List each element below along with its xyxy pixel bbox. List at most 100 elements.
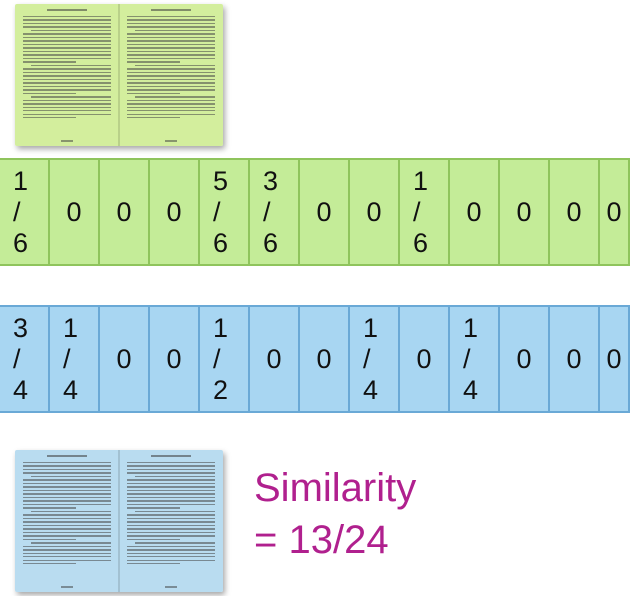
fraction-value: 1/4 — [363, 313, 385, 406]
zero-value: 0 — [316, 344, 331, 375]
page-footer — [15, 586, 119, 588]
frequency-cell: 0 — [150, 307, 200, 411]
fraction-slash: / — [463, 344, 471, 375]
frequency-cell: 0 — [250, 307, 300, 411]
frequency-cell: 1/2 — [200, 307, 250, 411]
fraction-slash: / — [213, 197, 221, 228]
fraction-numerator: 1 — [63, 313, 78, 344]
frequency-cell: 1/4 — [50, 307, 100, 411]
page-header — [119, 455, 223, 457]
page-header — [15, 9, 119, 11]
zero-value: 0 — [566, 197, 581, 228]
frequency-cell: 3/4 — [0, 307, 50, 411]
fraction-slash: / — [263, 197, 271, 228]
zero-value: 0 — [466, 197, 481, 228]
zero-value: 0 — [566, 344, 581, 375]
zero-value: 0 — [516, 197, 531, 228]
document-page-left — [15, 450, 119, 592]
frequency-cell: 0 — [550, 160, 600, 264]
fraction-numerator: 1 — [213, 313, 228, 344]
page-text-lines — [23, 16, 111, 136]
fraction-denominator: 6 — [263, 228, 278, 259]
page-text-lines — [127, 462, 215, 582]
fraction-slash: / — [413, 197, 421, 228]
fraction-slash: / — [63, 344, 71, 375]
frequency-cell: 0 — [300, 307, 350, 411]
page-footer — [119, 586, 223, 588]
document-spine — [118, 4, 120, 146]
frequency-cell: 1/6 — [0, 160, 50, 264]
fraction-value: 1/4 — [463, 313, 485, 406]
fraction-slash: / — [13, 344, 21, 375]
fraction-denominator: 6 — [213, 228, 228, 259]
document-page-left — [15, 4, 119, 146]
fraction-numerator: 1 — [413, 166, 428, 197]
fraction-numerator: 1 — [363, 313, 378, 344]
fraction-value: 3/4 — [13, 313, 35, 406]
frequency-cell: 0 — [600, 307, 630, 411]
document-page-right — [119, 450, 223, 592]
zero-value: 0 — [316, 197, 331, 228]
zero-value: 0 — [166, 344, 181, 375]
zero-value: 0 — [366, 197, 381, 228]
frequency-cell: 0 — [50, 160, 100, 264]
frequency-cell: 0 — [100, 307, 150, 411]
fraction-denominator: 2 — [213, 375, 228, 406]
fraction-denominator: 4 — [63, 375, 78, 406]
zero-value: 0 — [516, 344, 531, 375]
frequency-cell: 1/6 — [400, 160, 450, 264]
fraction-value: 1/2 — [213, 313, 235, 406]
fraction-value: 5/6 — [213, 166, 235, 259]
fraction-slash: / — [13, 197, 21, 228]
frequency-cell: 0 — [500, 307, 550, 411]
fraction-numerator: 3 — [263, 166, 278, 197]
similarity-label: Similarity — [254, 462, 416, 514]
frequency-cell: 0 — [450, 160, 500, 264]
frequency-cell: 1/4 — [450, 307, 500, 411]
fraction-numerator: 1 — [13, 166, 28, 197]
fraction-value: 3/6 — [263, 166, 285, 259]
similarity-result: Similarity = 13/24 — [254, 462, 416, 566]
document-thumbnail-bottom — [15, 450, 223, 592]
zero-value: 0 — [116, 344, 131, 375]
fraction-denominator: 4 — [13, 375, 28, 406]
zero-value: 0 — [116, 197, 131, 228]
page-header — [119, 9, 223, 11]
page-text-lines — [23, 462, 111, 582]
frequency-cell: 0 — [500, 160, 550, 264]
zero-value: 0 — [66, 197, 81, 228]
zero-value: 0 — [606, 197, 621, 228]
fraction-numerator: 3 — [13, 313, 28, 344]
zero-value: 0 — [606, 344, 621, 375]
fraction-value: 1/6 — [413, 166, 435, 259]
page-footer — [15, 140, 119, 142]
fraction-denominator: 4 — [463, 375, 478, 406]
zero-value: 0 — [416, 344, 431, 375]
frequency-cell: 0 — [150, 160, 200, 264]
fraction-denominator: 6 — [413, 228, 428, 259]
fraction-numerator: 5 — [213, 166, 228, 197]
zero-value: 0 — [166, 197, 181, 228]
frequency-cell: 0 — [550, 307, 600, 411]
frequency-cell: 3/6 — [250, 160, 300, 264]
frequency-cell: 0 — [350, 160, 400, 264]
frequency-cell: 0 — [300, 160, 350, 264]
zero-value: 0 — [266, 344, 281, 375]
document-page-right — [119, 4, 223, 146]
fraction-value: 1/4 — [63, 313, 85, 406]
frequency-cell: 0 — [100, 160, 150, 264]
frequency-cell: 0 — [400, 307, 450, 411]
page-header — [15, 455, 119, 457]
fraction-slash: / — [213, 344, 221, 375]
fraction-numerator: 1 — [463, 313, 478, 344]
frequency-cell: 0 — [600, 160, 630, 264]
document-spine — [118, 450, 120, 592]
fraction-value: 1/6 — [13, 166, 35, 259]
document-thumbnail-top — [15, 4, 223, 146]
frequency-cell: 1/4 — [350, 307, 400, 411]
frequency-cell: 5/6 — [200, 160, 250, 264]
similarity-value: = 13/24 — [254, 514, 416, 566]
page-text-lines — [127, 16, 215, 136]
